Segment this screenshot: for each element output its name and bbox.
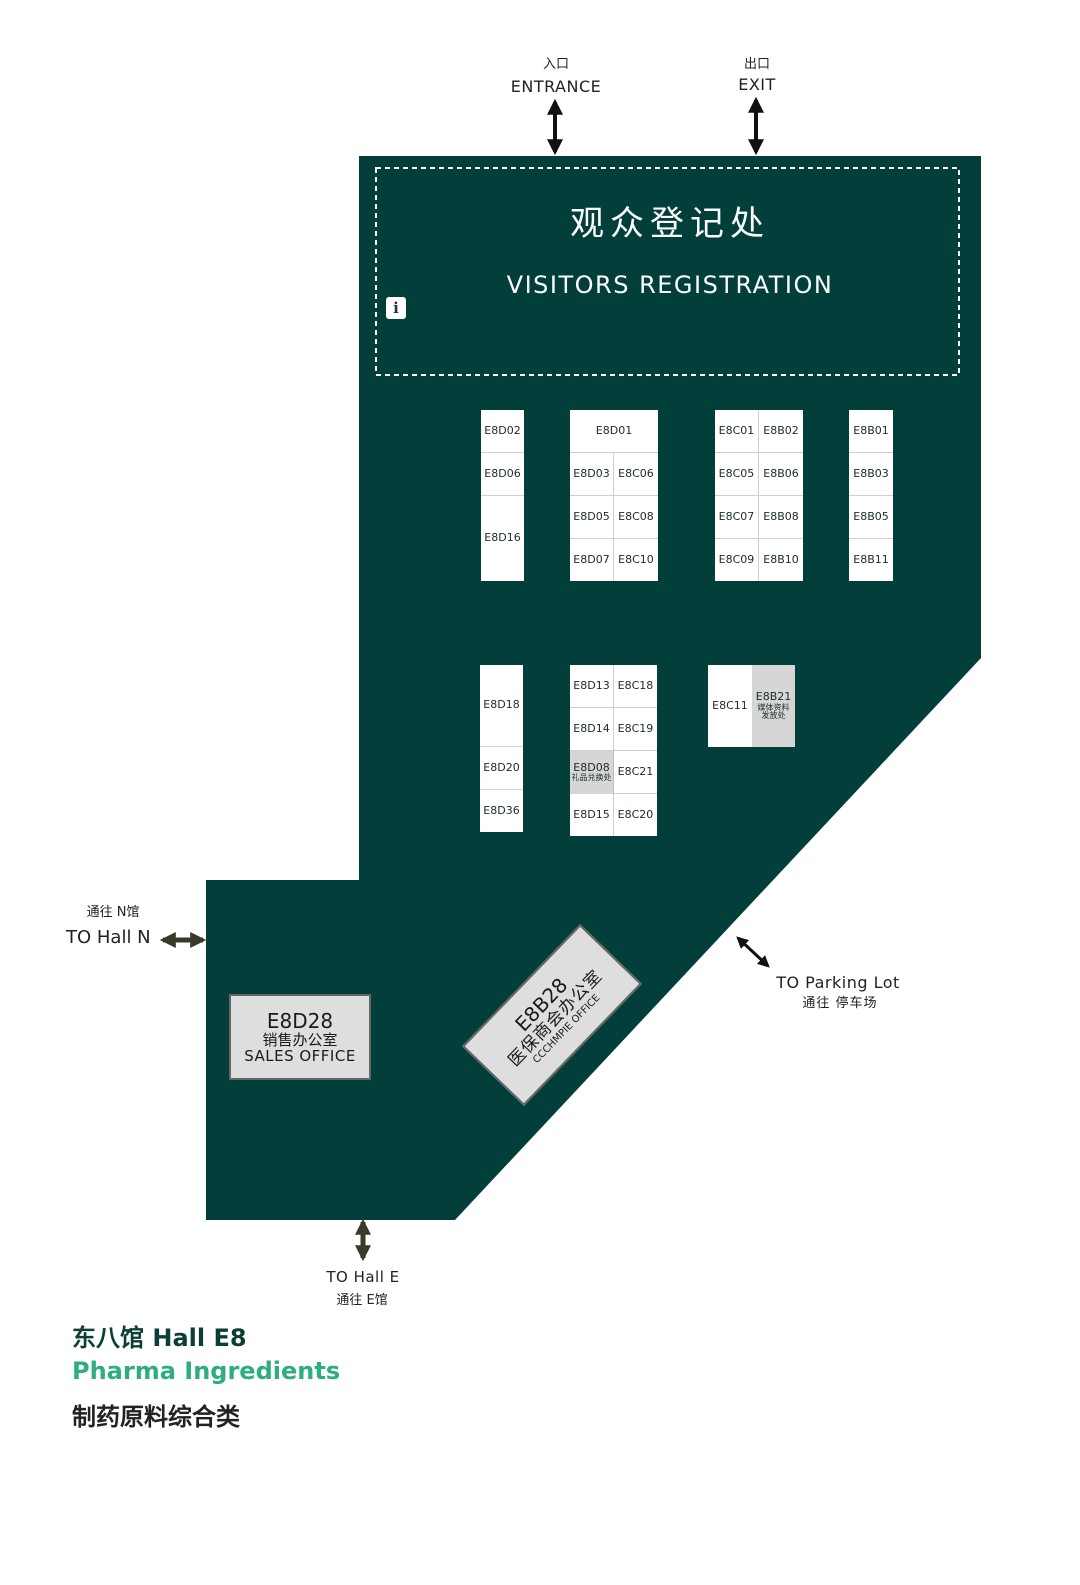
- to-hall-e-label-cn: 通往 E馆: [336, 1293, 388, 1308]
- sales-office-e8d28[interactable]: E8D28 销售办公室 SALES OFFICE: [229, 994, 371, 1080]
- booth-e8d36[interactable]: E8D36: [480, 790, 523, 832]
- booth-e8c10[interactable]: E8C10: [614, 539, 658, 581]
- booth-e8d08-code: E8D08: [573, 760, 610, 774]
- booth-e8c21[interactable]: E8C21: [614, 751, 657, 794]
- registration-zone-border: [375, 167, 960, 376]
- booth-e8d06[interactable]: E8D06: [481, 453, 524, 496]
- booth-e8b11[interactable]: E8B11: [849, 539, 893, 581]
- booth-e8c06[interactable]: E8C06: [614, 453, 658, 496]
- booth-e8b05[interactable]: E8B05: [849, 496, 893, 539]
- hall-title: 东八馆 Hall E8: [72, 1324, 247, 1352]
- entrance-label-cn: 入口: [542, 57, 569, 72]
- booth-e8d07[interactable]: E8D07: [570, 539, 614, 581]
- sales-office-code: E8D28: [266, 1008, 334, 1033]
- registration-title-cn: 观众登记处: [570, 204, 770, 244]
- booth-e8d20[interactable]: E8D20: [480, 747, 523, 790]
- sales-office-cn: 销售办公室: [262, 1030, 338, 1049]
- to-hall-e-label: TO Hall E: [326, 1268, 400, 1286]
- booth-e8d15[interactable]: E8D15: [570, 794, 614, 836]
- booth-e8b06[interactable]: E8B06: [759, 453, 803, 496]
- hall-category-en: Pharma Ingredients: [72, 1357, 341, 1385]
- booth-e8b10[interactable]: E8B10: [759, 539, 803, 581]
- booth-e8d14[interactable]: E8D14: [570, 708, 614, 751]
- booth-e8d18[interactable]: E8D18: [480, 665, 523, 747]
- booth-e8c01[interactable]: E8C01: [715, 410, 759, 453]
- to-parking-label-cn: 通往 停车场: [802, 996, 878, 1011]
- exit-label: EXIT: [738, 75, 776, 94]
- sales-office-en: SALES OFFICE: [244, 1047, 356, 1065]
- booth-e8c09[interactable]: E8C09: [715, 539, 759, 581]
- to-hall-n-label-cn: 通往 N馆: [86, 905, 140, 920]
- booth-e8c08[interactable]: E8C08: [614, 496, 658, 539]
- to-parking-label: TO Parking Lot: [776, 973, 900, 992]
- booth-e8c11[interactable]: E8C11: [708, 665, 752, 747]
- booth-e8b03[interactable]: E8B03: [849, 453, 893, 496]
- booth-e8d05[interactable]: E8D05: [570, 496, 614, 539]
- registration-title: VISITORS REGISTRATION: [506, 271, 834, 299]
- booth-e8d13[interactable]: E8D13: [570, 665, 614, 708]
- booth-e8b21-code: E8B21: [755, 689, 792, 703]
- booth-e8d01[interactable]: E8D01: [570, 410, 658, 453]
- booth-e8c05[interactable]: E8C05: [715, 453, 759, 496]
- booth-e8d02[interactable]: E8D02: [481, 410, 524, 453]
- booth-e8b02[interactable]: E8B02: [759, 410, 803, 453]
- booth-e8b08[interactable]: E8B08: [759, 496, 803, 539]
- booth-e8d03[interactable]: E8D03: [570, 453, 614, 496]
- booth-e8b01[interactable]: E8B01: [849, 410, 893, 453]
- booth-e8b21-note-1: 媒体资料: [757, 702, 790, 712]
- booth-e8c19[interactable]: E8C19: [614, 708, 657, 751]
- exit-label-cn: 出口: [743, 57, 770, 72]
- booth-e8b21-note-2: 发放处: [761, 711, 786, 721]
- booth-e8c20[interactable]: E8C20: [614, 794, 657, 836]
- booth-e8d08[interactable]: E8D08 礼品兑换处: [570, 751, 614, 794]
- booth-e8d08-note: 礼品兑换处: [571, 773, 612, 783]
- booth-e8c07[interactable]: E8C07: [715, 496, 759, 539]
- to-hall-n-label: TO Hall N: [66, 927, 151, 948]
- booth-e8d16[interactable]: E8D16: [481, 496, 524, 581]
- booth-e8b21[interactable]: E8B21 媒体资料 发放处: [752, 665, 795, 747]
- booth-e8c18[interactable]: E8C18: [614, 665, 657, 708]
- entrance-label: ENTRANCE: [510, 77, 602, 96]
- parking-arrow: [736, 936, 770, 968]
- hall-category-cn: 制药原料综合类: [72, 1403, 240, 1431]
- info-icon: i: [386, 297, 406, 319]
